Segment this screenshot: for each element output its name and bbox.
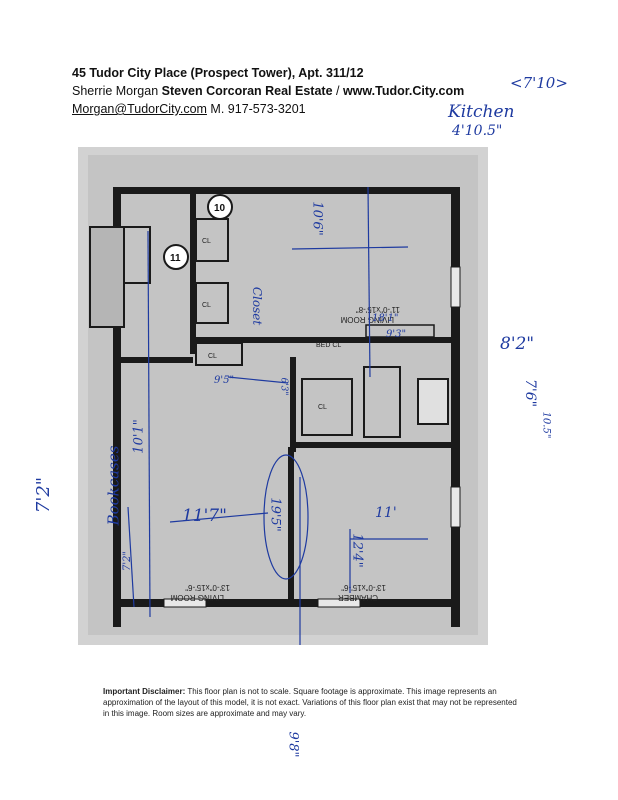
wall-bed-closet <box>196 337 276 343</box>
kitchen-counter <box>365 324 435 338</box>
bath-tub <box>123 226 151 284</box>
disclaimer-body: This floor plan is not to scale. Square … <box>103 687 517 718</box>
wall-chamber <box>296 442 451 448</box>
listing-title: 45 Tudor City Place (Prospect Tower), Ap… <box>72 66 364 80</box>
website-link[interactable]: www.Tudor.City.com <box>342 84 465 98</box>
contact-line: Morgan@TudorCity.com M. 917-573-3201 <box>72 100 542 118</box>
note-chamber-width: 11' <box>375 505 397 521</box>
note-living-width: 11'7" <box>182 506 227 526</box>
note-small-c: 9'3" <box>386 329 407 340</box>
room-dims-chamber: 13'-0"x15'-6" <box>341 583 386 592</box>
note-small-b: 6'3" <box>278 377 289 396</box>
pen-line-living-width <box>169 512 269 523</box>
plan-area <box>88 155 478 635</box>
hall-closet <box>301 378 353 436</box>
wall-south <box>113 599 460 607</box>
note-small-a: 9'5" <box>214 375 235 386</box>
unit-marker-10 <box>207 194 233 220</box>
note-living-height: 10'1" <box>131 419 147 454</box>
pen-line-living-height <box>147 230 151 618</box>
wall-east <box>451 187 460 627</box>
agents-separator: / <box>332 84 343 98</box>
wall-north <box>113 187 460 194</box>
note-kitchen: Kitchen <box>448 102 515 122</box>
note-right-dim: 7'6" <box>522 378 539 408</box>
wall-partition <box>288 447 294 599</box>
floor-plan-drawing: CL CL CL CL BED CL 10 11 LIVING ROOM 11'… <box>78 147 488 645</box>
agents-line: Sherrie Morgan Steven Corcoran Real Esta… <box>72 82 542 100</box>
unit-number-11: 11 <box>170 253 181 264</box>
note-hall-dim: 19'5" <box>267 497 283 532</box>
room-name-living-small: LIVING ROOM <box>340 315 394 324</box>
closet-3 <box>195 342 243 366</box>
unit-marker-11 <box>163 244 189 270</box>
note-top-dim: 10'6" <box>309 201 325 236</box>
note-chamber-height: 12'4" <box>349 533 365 568</box>
bed-closet-label: BED CL <box>316 342 341 349</box>
note-closet: Closet <box>250 286 265 326</box>
wall-hall-closet <box>290 357 296 452</box>
unit-number-10: 10 <box>214 203 226 214</box>
window-3 <box>450 266 461 308</box>
wall-closets <box>190 194 196 354</box>
pen-oval-hall <box>263 454 309 580</box>
window-2 <box>317 598 361 608</box>
note-eight-two: 8'2" <box>500 334 535 354</box>
note-bookcases: Bookcases <box>104 445 123 526</box>
closet-2 <box>195 282 229 324</box>
room-dims-living-small: 11'-0"x15'-8" <box>356 305 400 314</box>
closet-label-4: CL <box>318 404 327 411</box>
disclaimer: Important Disclaimer: This floor plan is… <box>103 686 518 719</box>
note-right-dim-b: 10.5" <box>540 411 552 439</box>
pen-line-top-width <box>291 246 409 250</box>
pen-line-hall <box>227 376 289 384</box>
pen-line-bookcases <box>127 506 135 608</box>
disclaimer-lead: Important Disclaimer: <box>103 687 186 696</box>
note-kitchen-top: <7'10> <box>510 74 568 92</box>
wall-kitchen <box>276 337 451 343</box>
pen-line-top <box>367 186 371 378</box>
closet-label-3: CL <box>208 353 217 360</box>
kitchen-tub <box>363 366 401 438</box>
note-small-d: 18'1" <box>372 313 399 324</box>
room-dims-living: 13'-0"x15'-6" <box>185 583 230 592</box>
wall-west <box>113 187 121 627</box>
closet-label-2: CL <box>202 302 211 309</box>
note-small-e: 7'2" <box>122 550 134 572</box>
closet-1 <box>195 218 229 262</box>
kitchen-sink <box>417 378 449 425</box>
window-4 <box>450 486 461 528</box>
closet-label-1: CL <box>202 238 211 245</box>
room-name-living: LIVING ROOM <box>170 593 224 602</box>
note-bottom-dim: 9'8" <box>285 731 301 758</box>
bathroom <box>89 226 125 328</box>
agent-name: Sherrie Morgan <box>72 84 162 98</box>
note-seven-two: 7'2" <box>33 476 55 514</box>
pen-markup <box>127 186 428 645</box>
mobile-number: M. 917-573-3201 <box>206 102 306 116</box>
listing-header: 45 Tudor City Place (Prospect Tower), Ap… <box>72 64 542 118</box>
window-1 <box>163 598 207 608</box>
floor-plan: CL CL CL CL BED CL 10 11 LIVING ROOM 11'… <box>78 147 488 645</box>
wall-bath <box>113 357 193 363</box>
agency-name: Steven Corcoran Real Estate <box>161 84 333 98</box>
email-link[interactable]: Morgan@TudorCity.com <box>72 102 207 116</box>
note-kitchen-dim: 4'10.5" <box>452 123 503 139</box>
room-name-chamber: CHAMBER <box>338 593 378 602</box>
